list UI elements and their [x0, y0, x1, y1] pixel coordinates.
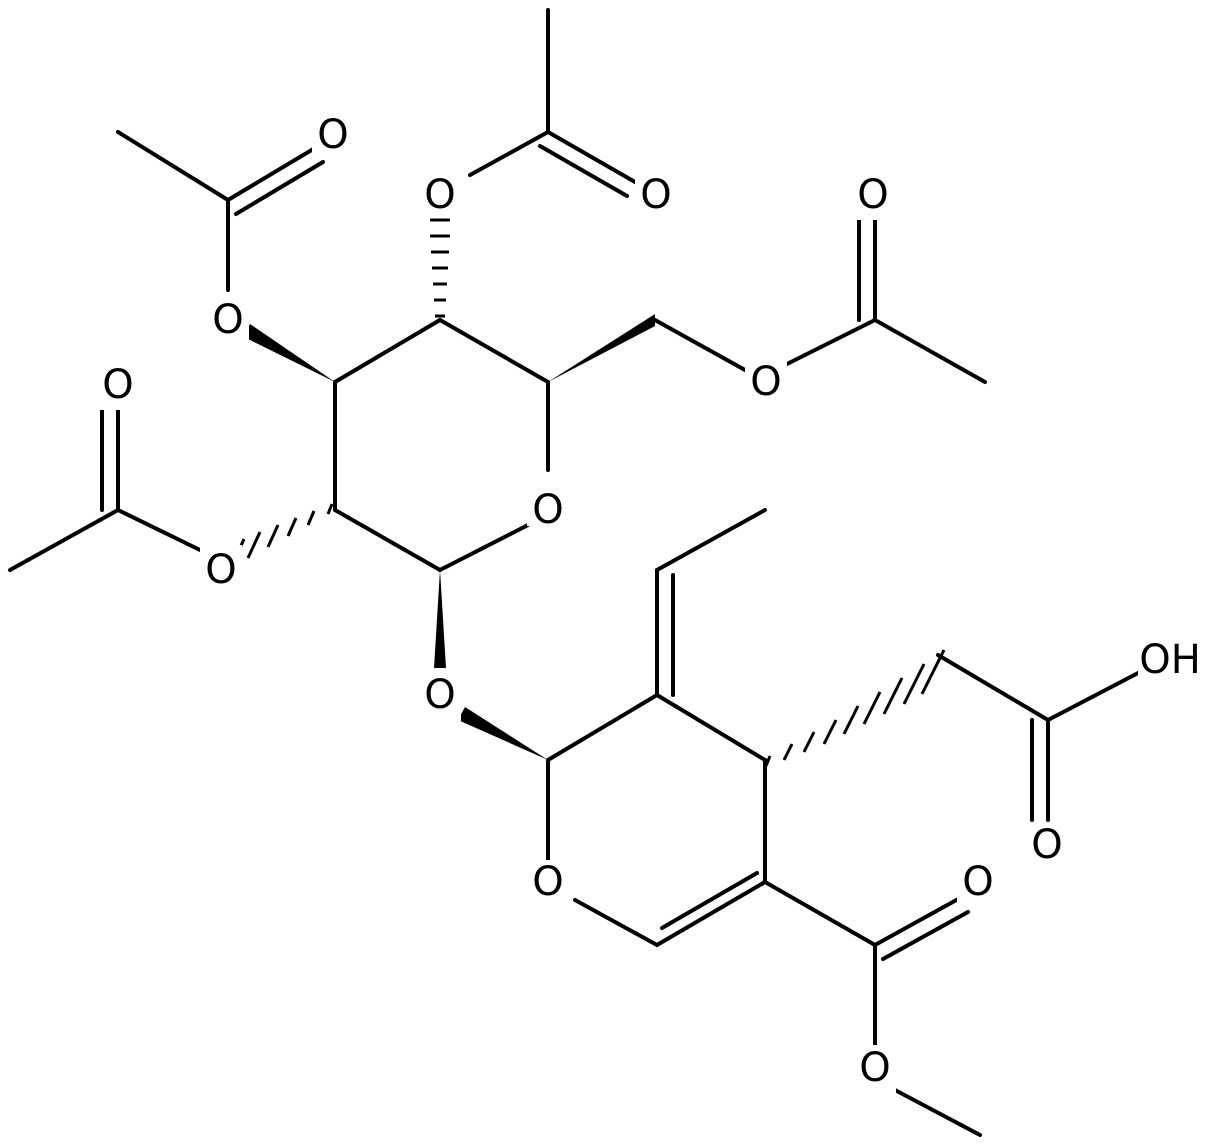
- bond: [226, 146, 317, 202]
- hashed-bonds: [230, 218, 946, 767]
- atom-label-o: O: [962, 859, 993, 905]
- wedge-bonds: [244, 314, 655, 760]
- bond: [546, 130, 637, 184]
- bond: [1046, 670, 1142, 722]
- bond: [234, 160, 325, 216]
- atom-label-o: O: [859, 1045, 890, 1091]
- bond: [655, 693, 767, 762]
- wedge-bond: [458, 707, 548, 760]
- bond: [655, 508, 767, 572]
- atom-label-oh: OH: [1139, 637, 1201, 683]
- bond: [538, 144, 629, 198]
- bond: [546, 693, 659, 762]
- atom-label-o: O: [750, 359, 781, 405]
- bond: [116, 130, 230, 202]
- bond: [655, 880, 767, 947]
- atom-label-o: O: [424, 172, 455, 218]
- bond: [468, 130, 550, 177]
- single-bonds: [8, 8, 1142, 1137]
- bond: [438, 318, 550, 384]
- bond: [438, 523, 530, 572]
- bond: [333, 318, 442, 384]
- atom-label-o: O: [205, 547, 236, 593]
- atom-label-o: O: [317, 112, 348, 158]
- bond: [881, 910, 970, 961]
- hashed-bond: [430, 218, 450, 318]
- hashed-bond: [764, 649, 946, 767]
- bond: [873, 896, 962, 947]
- atom-label-o: O: [424, 672, 455, 718]
- bond: [893, 1088, 982, 1137]
- hashed-bond: [230, 503, 334, 567]
- wedge-bond: [244, 324, 335, 382]
- bond: [653, 318, 747, 372]
- bond: [660, 871, 759, 930]
- atom-label-o: O: [212, 297, 243, 343]
- bond: [8, 508, 120, 572]
- bond: [873, 318, 987, 384]
- atom-label-o: O: [532, 859, 563, 905]
- bond: [333, 508, 442, 572]
- wedge-bond: [434, 570, 446, 668]
- bond: [116, 508, 202, 552]
- atom-label-o: O: [532, 487, 563, 533]
- double-bonds: [100, 130, 1050, 961]
- bond: [783, 318, 877, 367]
- atom-label-o: O: [640, 172, 671, 218]
- atom-label-o: O: [102, 362, 133, 408]
- wedge-bond: [548, 314, 655, 382]
- bond: [763, 880, 877, 947]
- bond: [573, 898, 659, 947]
- atom-label-o: O: [857, 172, 888, 218]
- bond: [936, 653, 1050, 722]
- atom-labels: O O O O O O O O O O O OH O O O: [97, 112, 1204, 1093]
- atom-label-o: O: [1031, 822, 1062, 868]
